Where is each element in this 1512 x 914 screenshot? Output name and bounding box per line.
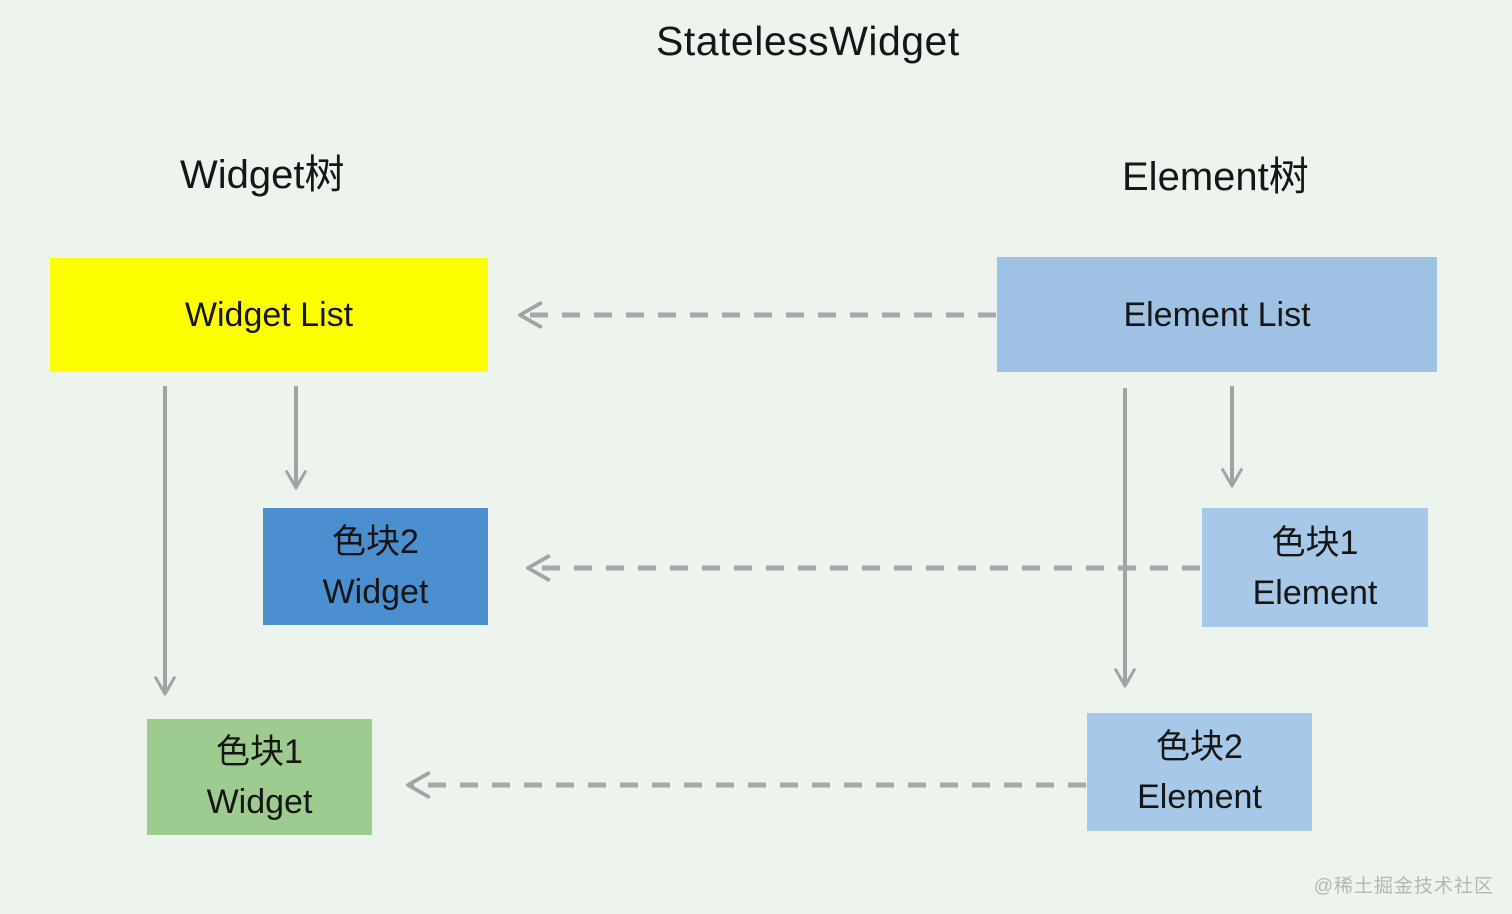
node-element-list-label: Element List (1123, 295, 1311, 334)
node-block2-element: 色块2 Element (1087, 713, 1312, 831)
node-block2-widget: 色块2 Widget (263, 508, 488, 625)
node-block1-widget-line2: Widget (206, 783, 313, 821)
node-block1-widget-line1: 色块1 (216, 733, 303, 771)
node-widget-list: Widget List (50, 258, 488, 372)
node-widget-list-label: Widget List (184, 296, 354, 334)
node-block1-element: 色块1 Element (1202, 508, 1428, 627)
node-element-list: Element List (997, 257, 1437, 372)
element-tree-label: Element树 (1122, 155, 1309, 199)
diagram-title: StatelessWidget (656, 18, 960, 64)
node-block1-element-line2: Element (1252, 573, 1378, 612)
widget-tree-label: Widget树 (180, 153, 345, 197)
node-block2-element-line1: 色块2 (1156, 728, 1243, 766)
node-block2-widget-line2: Widget (322, 572, 429, 611)
node-block1-widget: 色块1 Widget (147, 719, 372, 835)
watermark: @稀土掘金技术社区 (1313, 876, 1494, 897)
node-block1-element-line1: 色块1 (1271, 523, 1359, 562)
node-block2-widget-line1: 色块2 (332, 522, 419, 561)
node-block2-element-line2: Element (1137, 778, 1262, 816)
